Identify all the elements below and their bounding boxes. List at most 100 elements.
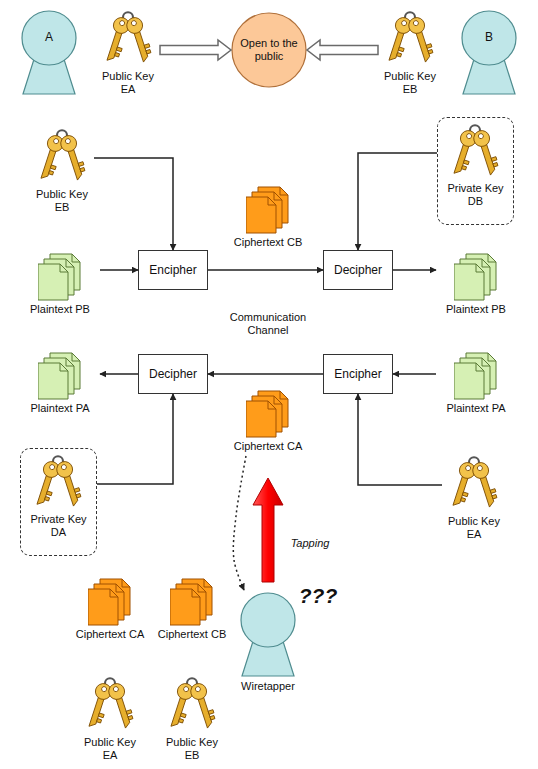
key-hole (53, 138, 59, 144)
key-blade (481, 143, 496, 175)
publish-arrow (307, 40, 378, 60)
ciphertext-node: Ciphertext CA (68, 578, 152, 648)
node-text: Public Key EB (160, 736, 224, 762)
key-hole (131, 20, 137, 26)
document-page (246, 197, 276, 233)
page-fold (488, 254, 496, 262)
key-bow (189, 682, 209, 702)
page-fold (268, 197, 276, 205)
plaintext-node: Plaintext PB (20, 253, 100, 323)
connector-arrow (100, 269, 138, 271)
page-fold (274, 396, 282, 404)
unknown-mark: ??? (288, 583, 348, 608)
key-tooth (428, 49, 433, 53)
connector-arrow (358, 394, 442, 485)
key-hole (477, 465, 483, 471)
node-text: B (458, 30, 520, 44)
document-icon (38, 352, 82, 400)
key-blade (89, 696, 104, 728)
node-text: Private Key DA (29, 513, 88, 539)
key-tooth (97, 719, 102, 723)
document-icon (246, 186, 290, 234)
key-tooth (208, 710, 214, 715)
channel-label: Communication Channel (222, 311, 314, 337)
node-text: Wiretapper (236, 680, 300, 693)
document-icon (454, 352, 498, 400)
key-hole (119, 20, 125, 26)
person-icon (18, 8, 80, 98)
text-block: Private Key DA (29, 513, 88, 539)
key-blade (107, 30, 122, 62)
person-node: B (458, 8, 520, 98)
document-icon (170, 578, 214, 626)
page-fold (476, 363, 484, 371)
key-tooth (426, 44, 432, 49)
node-text: Public Key EA (96, 70, 160, 96)
key-hole (65, 138, 71, 144)
key-tooth (179, 719, 184, 723)
process-box: Decipher (323, 250, 393, 290)
plaintext-node: Plaintext PB (436, 253, 516, 323)
page-fold (72, 254, 80, 262)
node-text: Ciphertext CA (216, 440, 320, 453)
document-icon (454, 253, 498, 301)
document-page (454, 264, 484, 300)
text-block: Public Key EB (160, 736, 224, 762)
connector-arrow (208, 373, 323, 375)
page-sheet (38, 264, 68, 300)
key-tooth (491, 157, 497, 162)
key-icon (85, 676, 135, 732)
key-tooth (144, 44, 150, 49)
key-bow (59, 134, 79, 154)
public-key-node: Public Key EA (442, 455, 506, 550)
text-block: Ciphertext CB (216, 236, 320, 249)
text-block: Decipher (324, 251, 392, 289)
document-page (454, 363, 484, 399)
person-head (241, 593, 295, 647)
page-fold (198, 584, 206, 592)
page-fold (204, 579, 212, 587)
page-fold (60, 264, 68, 272)
key-hole (413, 20, 419, 26)
page-sheet (170, 589, 200, 625)
document-page (246, 401, 276, 437)
page-sheet (38, 363, 68, 399)
key-bow (471, 461, 491, 481)
private-key-box: Private Key DA (20, 448, 97, 556)
text-block: Wiretapper (236, 680, 300, 693)
key-tooth (462, 492, 468, 497)
key-hole (466, 133, 472, 139)
key-blade (171, 696, 186, 728)
key-tooth (492, 494, 497, 498)
circle-outline (232, 13, 306, 87)
node-text: Decipher (334, 263, 382, 277)
public-key-node: Public Key EA (78, 676, 142, 768)
key-tooth (78, 162, 84, 167)
key-icon (103, 10, 153, 66)
node-text: Public Key EA (442, 515, 506, 541)
key-tooth (80, 167, 85, 171)
connector-arrow (100, 373, 138, 375)
ciphertext-node: Ciphertext CB (226, 186, 310, 252)
node-text: Encipher (149, 263, 196, 277)
page-fold (268, 401, 276, 409)
tap-path (233, 456, 246, 590)
tapping-arrow (253, 478, 283, 582)
public-circle: Open to the public (231, 12, 307, 88)
key-blade (41, 148, 56, 180)
text-block: Public Key EB (30, 188, 94, 214)
key-icon (33, 454, 83, 510)
text-block: Ciphertext CB (140, 628, 244, 641)
key-tooth (74, 488, 80, 493)
key-tooth (462, 166, 467, 170)
text-block: Decipher (139, 355, 207, 393)
key-hole (49, 464, 55, 470)
key-tooth (180, 713, 186, 718)
text-block: Public Key EB (378, 70, 442, 96)
plaintext-node: Plaintext PA (20, 352, 100, 424)
node-text: Public Key EB (378, 70, 442, 96)
page-fold (274, 192, 282, 200)
key-blade (453, 475, 468, 507)
document-page (88, 589, 118, 625)
text-block: B (458, 30, 520, 44)
